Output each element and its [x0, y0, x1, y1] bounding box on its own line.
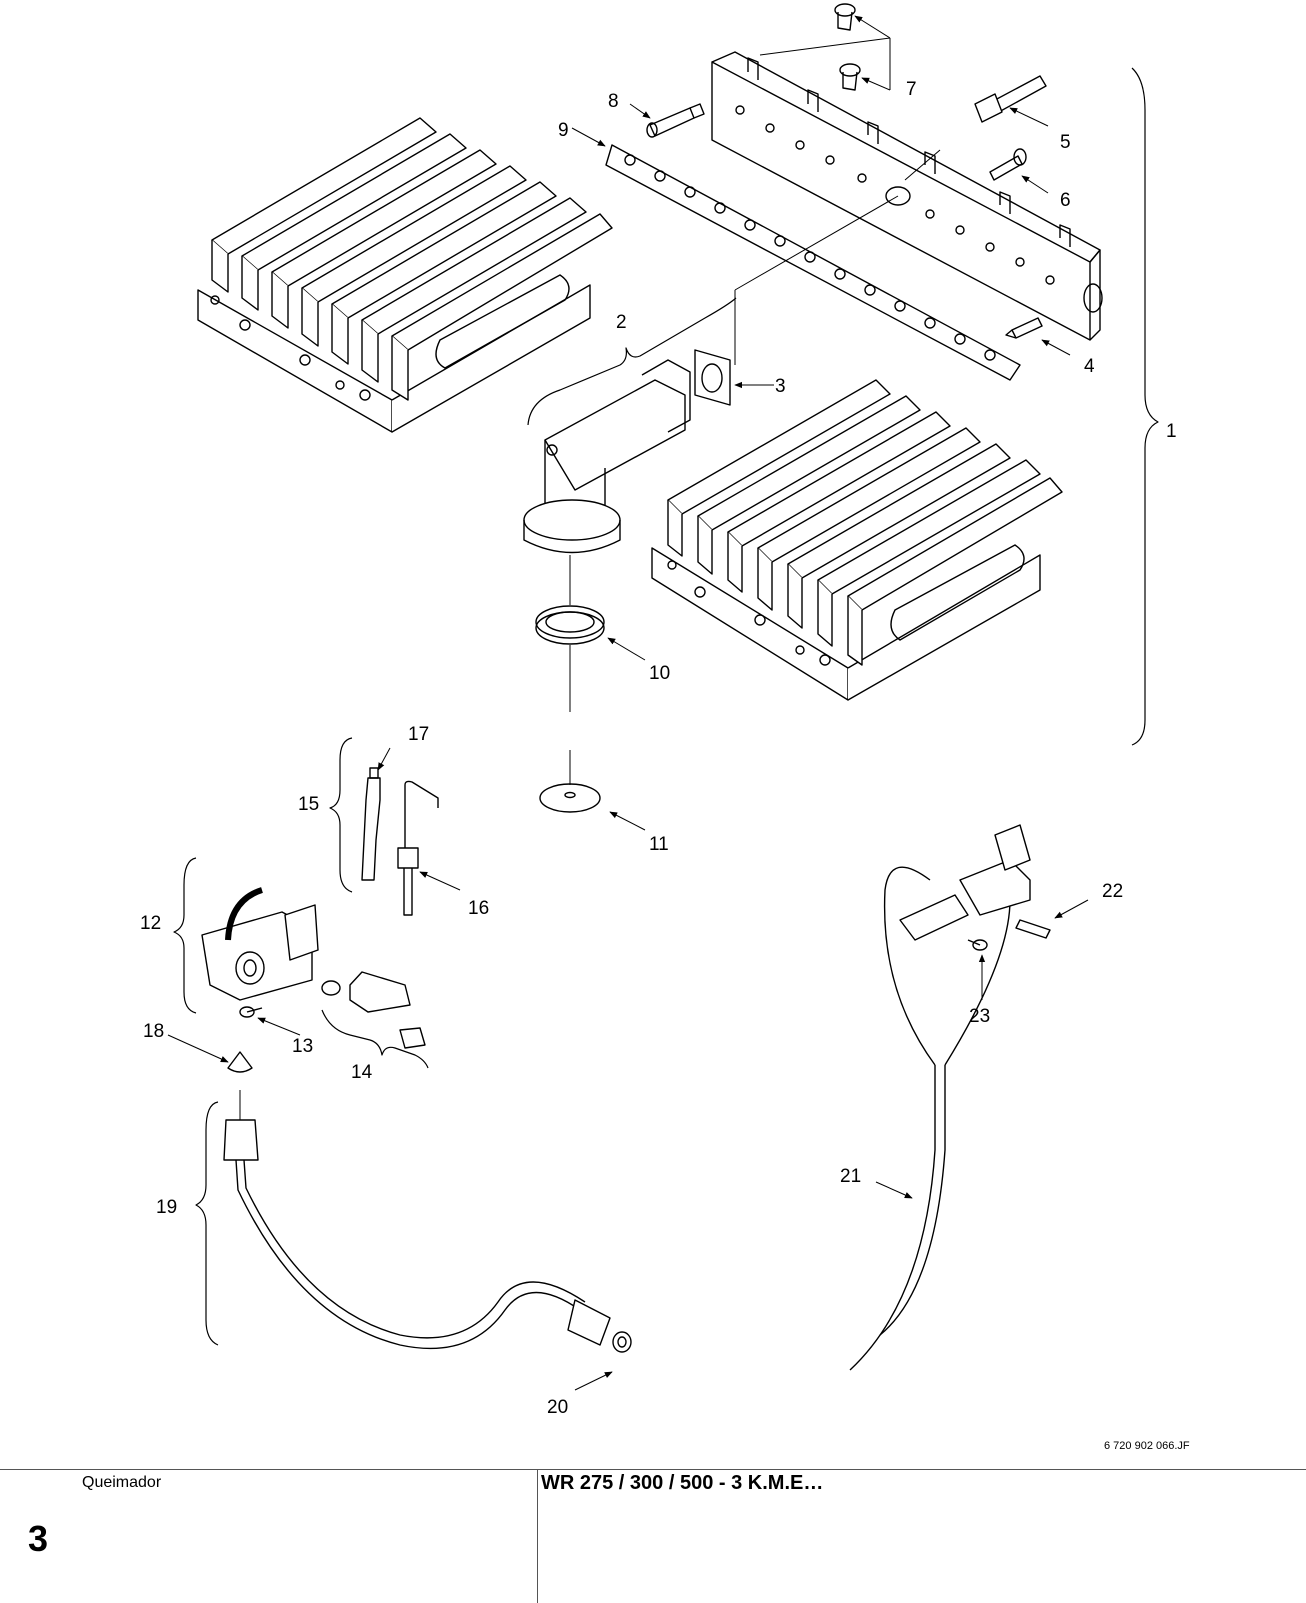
- cover-disc-11: [539, 783, 601, 813]
- leader-lines: [167, 15, 1089, 1391]
- callout-labels: 1 2 3 4 5 6 7 8 9 10 11 12 13 14 15 16 1…: [140, 79, 1177, 1418]
- nozzle-8: [646, 103, 705, 138]
- callout-19: 19: [156, 1197, 177, 1218]
- burner-exploded-diagram: 1 2 3 4 5 6 7 8 9 10 11 12 13 14 15 16 1…: [140, 3, 1177, 1418]
- bracket-strip: [605, 144, 1021, 381]
- gas-inlet-elbow: [523, 359, 691, 554]
- callout-21: 21: [840, 1166, 861, 1187]
- callout-3: 3: [775, 376, 786, 397]
- footer-divider: [0, 1469, 1306, 1470]
- model-title: WR 275 / 300 / 500 - 3 K.M.E…: [541, 1472, 824, 1494]
- callout-23: 23: [969, 1006, 990, 1027]
- callout-9: 9: [558, 120, 569, 141]
- screw-6: [989, 148, 1027, 181]
- pipe-connector-5: [974, 75, 1047, 123]
- section-number: 3: [28, 1518, 49, 1559]
- pilot-burner-12: [201, 887, 319, 1001]
- callout-13: 13: [292, 1036, 313, 1057]
- callout-5: 5: [1060, 132, 1071, 153]
- callout-1: 1: [1166, 421, 1177, 442]
- callout-14: 14: [351, 1062, 373, 1083]
- callout-12: 12: [140, 913, 161, 934]
- callout-2: 2: [616, 312, 627, 333]
- screw-7-top: [834, 3, 856, 31]
- screw-13: [239, 1006, 263, 1018]
- callout-20: 20: [547, 1397, 568, 1418]
- burner-block-right: [651, 379, 1063, 701]
- drawing-reference-code: 6 720 902 066.JF: [1104, 1440, 1190, 1452]
- brace-14: [321, 1009, 429, 1069]
- callout-18: 18: [143, 1021, 164, 1042]
- ignition-cable-21: [849, 824, 1031, 1371]
- brace-15: [329, 737, 353, 893]
- screw-22: [1015, 919, 1051, 939]
- screw-23: [967, 939, 988, 951]
- brace-12: [173, 857, 197, 1014]
- seal-ring-10: [535, 605, 605, 645]
- callout-15: 15: [298, 794, 319, 815]
- brace-19: [195, 1101, 219, 1346]
- pilot-nozzle-18: [227, 1051, 253, 1073]
- thermocouple-17: [361, 767, 381, 881]
- callout-4: 4: [1084, 356, 1095, 377]
- gas-manifold: [711, 51, 1103, 341]
- callout-7: 7: [906, 79, 917, 100]
- screw-7-lower: [839, 63, 861, 91]
- footer-column-divider: [537, 1469, 538, 1603]
- callout-10: 10: [649, 663, 670, 684]
- pilot-gas-pipe-19: [223, 1090, 611, 1350]
- nozzle-4: [1005, 317, 1043, 339]
- callout-16: 16: [468, 898, 489, 919]
- callout-8: 8: [608, 91, 619, 112]
- callout-6: 6: [1060, 190, 1071, 211]
- section-name: Queimador: [82, 1474, 162, 1491]
- callout-17: 17: [408, 724, 429, 745]
- callout-22: 22: [1102, 881, 1123, 902]
- brace-2: [527, 297, 737, 426]
- brace-1: [1131, 67, 1159, 746]
- burner-block-left: [197, 117, 613, 433]
- bracket-14: [321, 971, 426, 1049]
- nut-20: [612, 1331, 632, 1353]
- callout-11: 11: [649, 834, 669, 855]
- gasket-3: [694, 349, 731, 406]
- ignition-electrode-16: [397, 780, 439, 916]
